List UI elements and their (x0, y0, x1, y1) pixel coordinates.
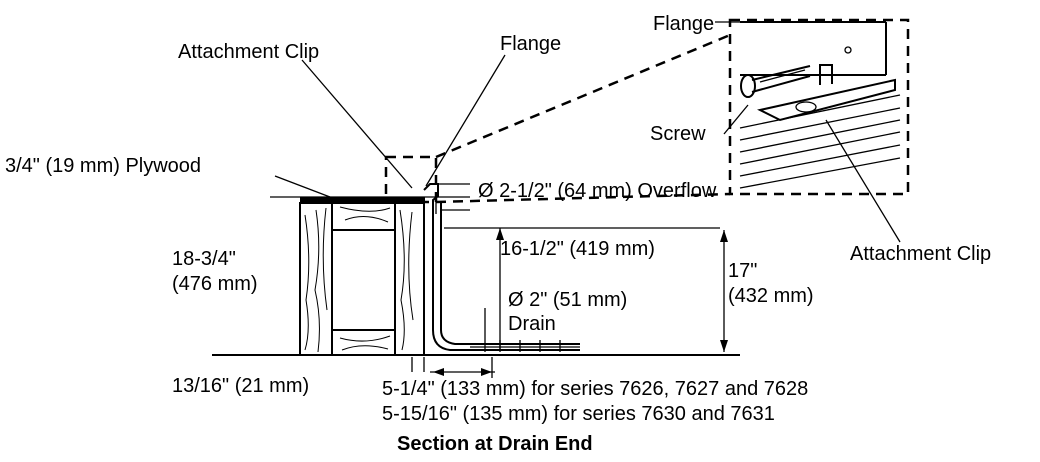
plywood-label: 3/4" (19 mm) Plywood (5, 155, 201, 177)
drain-label-2: Drain (508, 313, 556, 335)
dimension-lines (411, 227, 728, 378)
flange-label-center: Flange (500, 33, 561, 55)
tub-section (423, 183, 580, 352)
depth-inner-label: 16-1/2" (419 mm) (500, 238, 655, 260)
attachment-clip-label-left: Attachment Clip (178, 41, 319, 63)
leader-lines (270, 21, 901, 243)
inset-detail (739, 21, 901, 189)
plywood-top (300, 197, 425, 203)
overflow-label: Ø 2-1/2" (64 mm) Overflow (478, 180, 717, 202)
diagram-title: Section at Drain End (397, 433, 593, 455)
drain-label-1: Ø 2" (51 mm) (508, 289, 627, 311)
height-right-label-2: (432 mm) (728, 285, 814, 307)
bottom-gap-label: 13/16" (21 mm) (172, 375, 309, 397)
wood-frame (299, 202, 425, 356)
detail-box-small (384, 155, 438, 204)
screw-label: Screw (650, 123, 706, 145)
series-label-1: 5-1/4" (133 mm) for series 7626, 7627 an… (382, 378, 808, 400)
height-left-label-1: 18-3/4" (172, 248, 236, 270)
detail-box-inset (728, 18, 910, 196)
zoom-line-bottom (435, 192, 731, 204)
height-left-label-2: (476 mm) (172, 273, 258, 295)
flange-label-inset: Flange (653, 13, 714, 35)
zoom-line-top (435, 33, 731, 159)
height-right-label-1: 17" (728, 260, 757, 282)
series-label-2: 5-15/16" (135 mm) for series 7630 and 76… (382, 403, 775, 425)
attachment-clip-label-right: Attachment Clip (850, 243, 991, 265)
